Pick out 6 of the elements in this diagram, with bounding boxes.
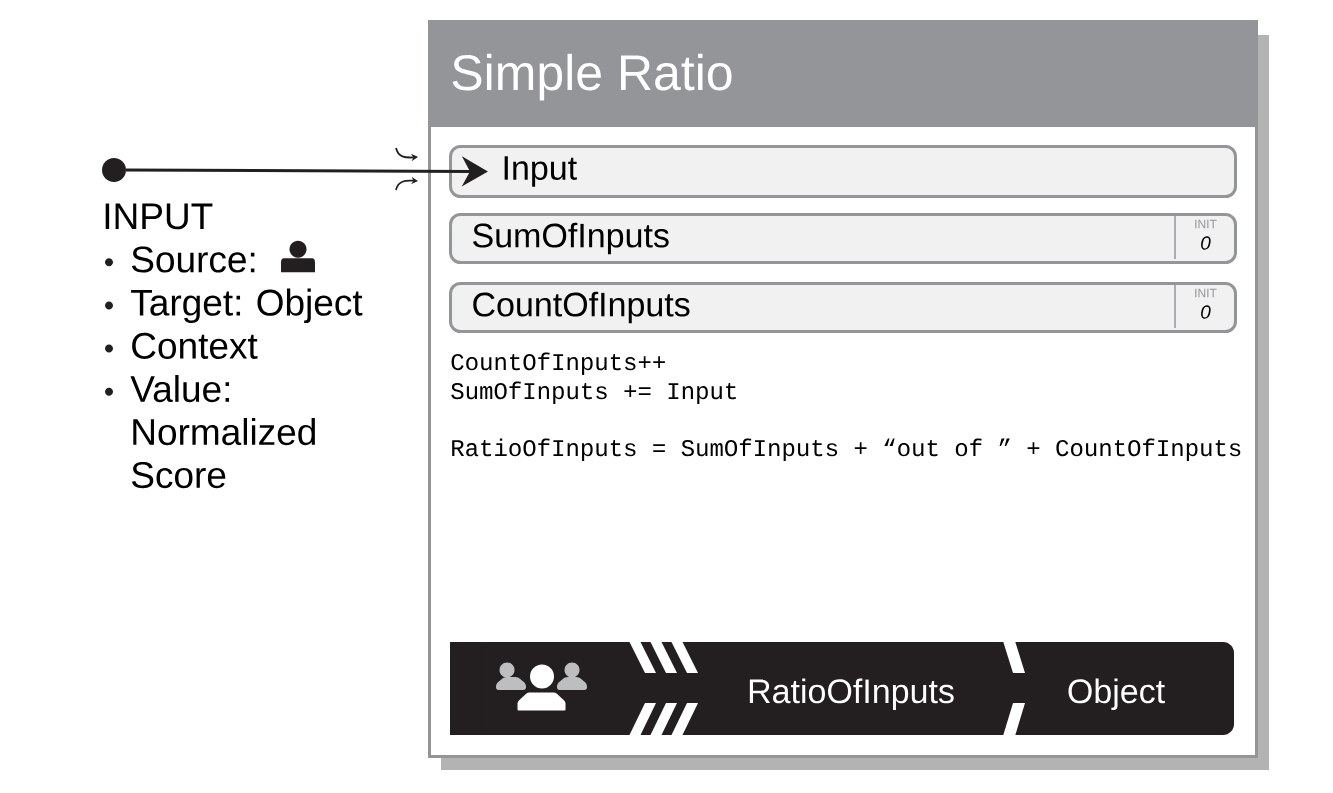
list-item: Source: xyxy=(131,246,255,273)
list-heading: INPUT xyxy=(105,203,213,230)
list-item: Value: Normalized Score xyxy=(130,375,315,489)
dot xyxy=(102,158,126,182)
list-item: Context xyxy=(132,332,258,359)
list-item: Target: Object xyxy=(131,288,363,324)
